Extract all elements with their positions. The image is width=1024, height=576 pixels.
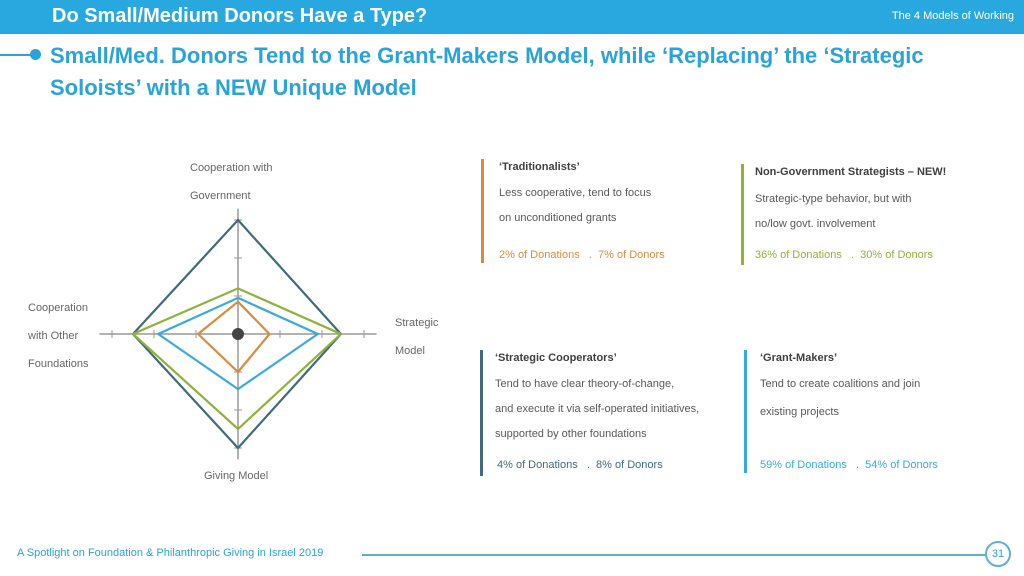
desc-line: on unconditioned grants — [499, 212, 617, 224]
series-grant-makers — [155, 296, 321, 391]
slide-subtitle: Small/Med. Donors Tend to the Grant-Make… — [50, 43, 924, 100]
series-traditionalists — [196, 300, 271, 374]
desc-line: and execute it via self-operated initiat… — [495, 403, 700, 415]
axis-label-line: Government — [190, 190, 251, 202]
bullet-line — [0, 54, 32, 56]
card-stats: 2% of Donations . 7% of Donors — [499, 249, 665, 261]
page-number: 31 — [985, 541, 1011, 567]
bullet-dot — [30, 49, 41, 60]
series-strategic-cooperators — [131, 218, 343, 450]
axis-label-line: Foundations — [28, 358, 89, 370]
card-traditionalists: ‘Traditionalists’ Less cooperative, tend… — [481, 159, 721, 263]
card-desc: Less cooperative, tend to focus on uncond… — [499, 181, 651, 231]
center-dot — [232, 328, 244, 340]
card-title: ‘Strategic Cooperators’ — [495, 352, 617, 364]
card-grant-makers: ‘Grant-Makers’ Tend to create coalitions… — [744, 350, 984, 473]
card-accent-bar — [480, 350, 483, 476]
card-non-government-strategists: Non-Government Strategists – NEW! Strate… — [741, 164, 981, 265]
desc-line: Tend to create coalitions and join — [760, 378, 921, 390]
card-accent-bar — [741, 164, 744, 265]
header-bar: Do Small/Medium Donors Have a Type? The … — [0, 0, 1024, 34]
card-desc: Strategic-type behavior, but with no/low … — [755, 187, 912, 237]
section-label: The 4 Models of Working — [891, 10, 1014, 22]
card-accent-bar — [481, 159, 484, 263]
card-stats: 4% of Donations . 8% of Donors — [497, 459, 663, 471]
slide-title: Do Small/Medium Donors Have a Type? — [52, 5, 428, 27]
desc-line: Tend to have clear theory-of-change, — [495, 378, 675, 390]
axis-label-line: Giving Model — [204, 470, 269, 482]
desc-line: existing projects — [760, 406, 839, 418]
card-title: ‘Traditionalists’ — [499, 161, 580, 173]
card-strategic-cooperators: ‘Strategic Cooperators’ Tend to have cle… — [480, 350, 730, 476]
axis-label-line: Strategic — [395, 317, 439, 329]
axis-label-bottom: Giving Model — [204, 462, 268, 490]
card-stats: 36% of Donations . 30% of Donors — [755, 249, 933, 261]
card-stats: 59% of Donations . 54% of Donors — [760, 459, 938, 471]
card-desc: Tend to create coalitions and join existi… — [760, 370, 920, 426]
footer-line — [362, 554, 986, 556]
desc-line: Strategic-type behavior, but with — [755, 193, 912, 205]
card-accent-bar — [744, 350, 747, 473]
desc-line: Less cooperative, tend to focus — [499, 187, 652, 199]
axis-label-line: Cooperation — [28, 302, 88, 314]
desc-line: no/low govt. involvement — [755, 218, 876, 230]
axis-label-line: Cooperation with — [190, 162, 273, 174]
axis-label-line: Model — [395, 345, 425, 357]
series-non-government-strategists — [130, 287, 343, 431]
axis-label-line: with Other — [28, 330, 79, 342]
card-desc: Tend to have clear theory-of-change, and … — [495, 372, 699, 447]
footer-text: A Spotlight on Foundation & Philanthropi… — [17, 547, 324, 559]
card-title: Non-Government Strategists – NEW! — [755, 166, 947, 178]
card-title: ‘Grant-Makers’ — [760, 352, 838, 364]
desc-line: supported by other foundations — [495, 428, 647, 440]
